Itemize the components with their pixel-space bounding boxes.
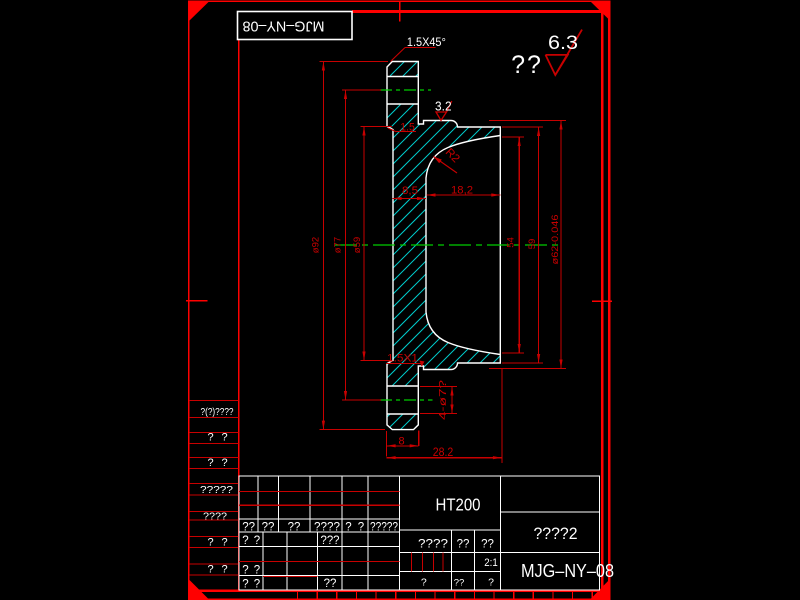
svg-text:?????: ????? bbox=[370, 522, 398, 534]
svg-text:3.2: 3.2 bbox=[435, 99, 452, 114]
svg-text:?(?)????: ?(?)???? bbox=[201, 407, 234, 418]
svg-text:ø62-0.046: ø62-0.046 bbox=[550, 215, 561, 265]
svg-text:????2: ????2 bbox=[534, 525, 578, 543]
svg-text:?: ? bbox=[242, 579, 248, 591]
svg-text:?: ? bbox=[358, 522, 364, 534]
svg-text:6.3: 6.3 bbox=[548, 33, 578, 54]
svg-text:?: ? bbox=[221, 432, 227, 444]
svg-text:HT200: HT200 bbox=[436, 495, 481, 515]
svg-text:8,5: 8,5 bbox=[402, 185, 418, 197]
svg-text:?: ? bbox=[207, 564, 213, 576]
svg-text:?: ? bbox=[242, 535, 248, 547]
svg-text:MJG–NY–08: MJG–NY–08 bbox=[521, 561, 614, 581]
svg-text:MJG–NY–08: MJG–NY–08 bbox=[243, 18, 325, 34]
svg-text:ø59: ø59 bbox=[352, 237, 363, 253]
svg-text:??: ?? bbox=[511, 51, 543, 79]
svg-text:1.5X45°: 1.5X45° bbox=[407, 35, 446, 49]
svg-text:?: ? bbox=[254, 565, 260, 577]
svg-text:????: ???? bbox=[418, 539, 448, 551]
svg-text:18,2: 18,2 bbox=[451, 185, 473, 197]
svg-text:??: ?? bbox=[454, 578, 465, 589]
svg-text:?: ? bbox=[221, 537, 227, 549]
svg-text:??: ?? bbox=[457, 539, 470, 551]
svg-text:1.5X1: 1.5X1 bbox=[387, 353, 418, 365]
svg-text:8: 8 bbox=[398, 436, 404, 448]
svg-text:59: 59 bbox=[527, 239, 538, 250]
svg-text:?: ? bbox=[207, 537, 213, 549]
svg-text:4-ø7?: 4-ø7? bbox=[437, 380, 449, 420]
svg-text:?: ? bbox=[345, 522, 351, 534]
svg-text:54: 54 bbox=[506, 237, 517, 248]
svg-text:ø77: ø77 bbox=[333, 237, 344, 253]
svg-text:?: ? bbox=[242, 565, 248, 577]
svg-text:?: ? bbox=[254, 535, 260, 547]
svg-text:?: ? bbox=[207, 457, 213, 469]
svg-text:??: ?? bbox=[481, 539, 494, 551]
svg-text:?: ? bbox=[221, 457, 227, 469]
svg-text:????: ???? bbox=[203, 511, 227, 522]
svg-text:??: ?? bbox=[288, 522, 301, 534]
svg-text:?: ? bbox=[221, 564, 227, 576]
svg-text:??: ?? bbox=[262, 522, 275, 534]
svg-text:??: ?? bbox=[242, 522, 255, 534]
svg-text:28.2: 28.2 bbox=[433, 447, 454, 459]
svg-text:2:1: 2:1 bbox=[484, 557, 498, 569]
svg-text:???: ??? bbox=[321, 535, 340, 547]
svg-text:1.5: 1.5 bbox=[400, 122, 415, 134]
svg-text:?: ? bbox=[421, 577, 427, 589]
svg-text:?: ? bbox=[207, 432, 213, 444]
svg-text:?: ? bbox=[488, 577, 494, 589]
svg-text:??: ?? bbox=[324, 578, 337, 590]
svg-text:????: ???? bbox=[314, 522, 340, 534]
svg-text:?: ? bbox=[254, 579, 260, 591]
svg-text:?????: ????? bbox=[200, 484, 233, 496]
svg-text:ø92: ø92 bbox=[311, 237, 322, 253]
